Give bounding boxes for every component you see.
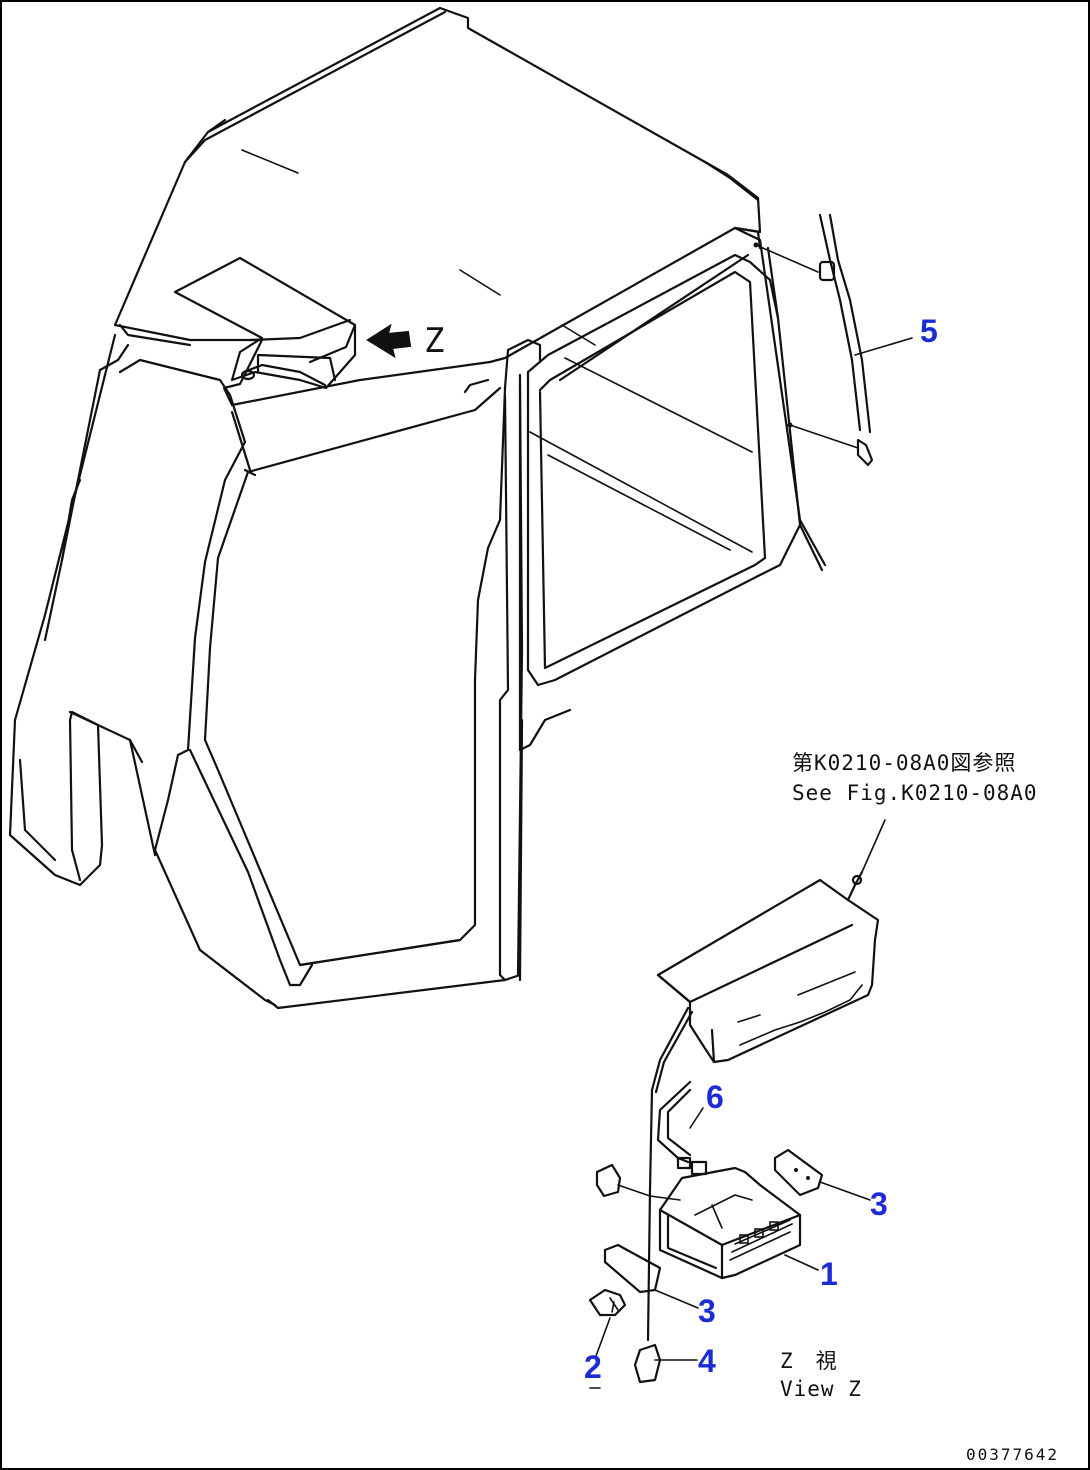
operator-cab-drawing <box>8 6 827 1010</box>
callout-5: 5 <box>920 313 938 349</box>
view-z-arrow: Z <box>366 321 445 361</box>
reference-note-jp: 第K0210-08A0図参照 <box>792 751 1016 775</box>
view-caption-en: View Z <box>780 1377 862 1401</box>
callout-4: 4 <box>698 1343 716 1379</box>
callout-1: 1 <box>820 1256 838 1292</box>
callout-6: 6 <box>706 1079 724 1115</box>
drawing-number: 00377642 <box>966 1445 1059 1464</box>
callout-2: 2 <box>584 1349 602 1385</box>
reference-note-en: See Fig.K0210-08A0 <box>792 781 1038 805</box>
callout-3-lower: 3 <box>698 1293 716 1329</box>
radio-assembly-drawing <box>588 819 886 1384</box>
view-z-marker: Z <box>424 321 445 361</box>
callout-3-upper: 3 <box>870 1186 888 1222</box>
part-5-drawing <box>753 213 913 467</box>
view-caption-jp: Z 視 <box>780 1349 838 1373</box>
